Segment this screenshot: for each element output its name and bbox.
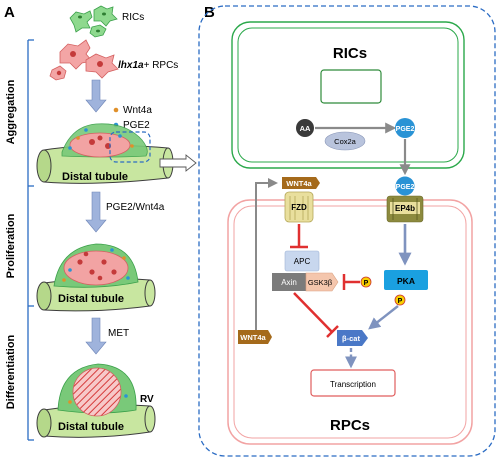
fzd-receptor [284, 191, 314, 223]
transcription-label: Transcription [330, 380, 376, 389]
rpcs-suffix: + RPCs [144, 60, 179, 71]
bcat-node [337, 330, 368, 346]
aa-node [296, 119, 314, 137]
apc-box [284, 250, 320, 272]
fzd-label: FZD [291, 203, 307, 212]
rpcs-title: RPCs [330, 417, 370, 434]
legend-wnt4a: Wnt4a [123, 105, 152, 116]
gsk3b-box [305, 272, 339, 292]
pka-box [384, 270, 428, 290]
panel-b-label: B [204, 4, 215, 21]
down-arrow-1 [85, 79, 107, 113]
down-arrow-2 [85, 191, 107, 233]
wnt4a-dot-icon [113, 107, 119, 113]
rpcs-cell [227, 199, 473, 445]
p-label-1: P [364, 280, 369, 287]
complex-inhibit-bar [326, 325, 339, 338]
p-label-2: P [398, 298, 403, 305]
panel-b-frame [198, 5, 496, 457]
left-rics-label: RICs [122, 12, 144, 23]
axin-label: Axin [281, 278, 297, 287]
gsk3b-label: GSK3β [308, 278, 333, 287]
ric-cells-cluster [69, 5, 118, 38]
stage-differentiation: Differentiation [5, 334, 17, 409]
rpc-cells-cluster [49, 39, 119, 81]
phospho-pka-left [360, 276, 372, 288]
stage-proliferation: Proliferation [5, 213, 17, 278]
wnt4a-box [238, 330, 272, 344]
tubule-label-2: Distal tubule [58, 293, 124, 305]
step-met: MET [108, 328, 129, 339]
apc-label: APC [294, 257, 311, 266]
phospho-pka-bottom [394, 294, 406, 306]
bcat-label: β-cat [342, 334, 360, 343]
axin-box [272, 273, 306, 291]
rics-nucleus [320, 69, 382, 104]
rpcs-gene: lhx1a [118, 60, 144, 71]
complex-inhibit-line [293, 292, 333, 333]
zoom-arrow [159, 154, 197, 172]
stage-bracket [27, 39, 34, 441]
rics-title: RICs [333, 45, 367, 62]
ep4b-label: EP4b [395, 204, 415, 213]
tubule-proliferation [36, 243, 156, 312]
pge2-node-rics [395, 118, 415, 138]
wnt4a-box-label: WNT4a [240, 333, 266, 342]
zoom-box [109, 131, 151, 163]
left-rpcs-label: lhx1a+ RPCs [118, 60, 178, 71]
rv-label: RV [140, 394, 154, 405]
pge2-node-rpcs [395, 176, 415, 196]
pge2-label-rics: PGE2 [396, 126, 415, 133]
wnt4a-loop-arrow [255, 178, 278, 330]
wnt4a-ligand-label: WNT4a [286, 179, 312, 188]
transcription-box [310, 369, 396, 397]
tubule-differentiation [36, 363, 156, 438]
pka-to-bcat-arrow [368, 305, 399, 330]
rics-cell [231, 21, 465, 169]
step-pge2-wnt4a: PGE2/Wnt4a [106, 202, 165, 213]
stage-aggregation: Aggregation [5, 79, 17, 144]
ep4b-receptor [386, 195, 424, 223]
aa-label: AA [300, 124, 311, 133]
cox2a-node [324, 131, 366, 151]
pka-label: PKA [397, 276, 415, 286]
pge2-label-rpcs: PGE2 [396, 184, 415, 191]
legend-pge2: PGE2 [123, 120, 150, 131]
panel-a-label: A [4, 4, 15, 21]
tubule-label-3: Distal tubule [58, 421, 124, 433]
cox2a-label: Cox2a [334, 137, 357, 146]
wnt4a-ligand [282, 177, 320, 189]
down-arrow-3 [85, 317, 107, 355]
tubule-label-1: Distal tubule [62, 171, 128, 183]
